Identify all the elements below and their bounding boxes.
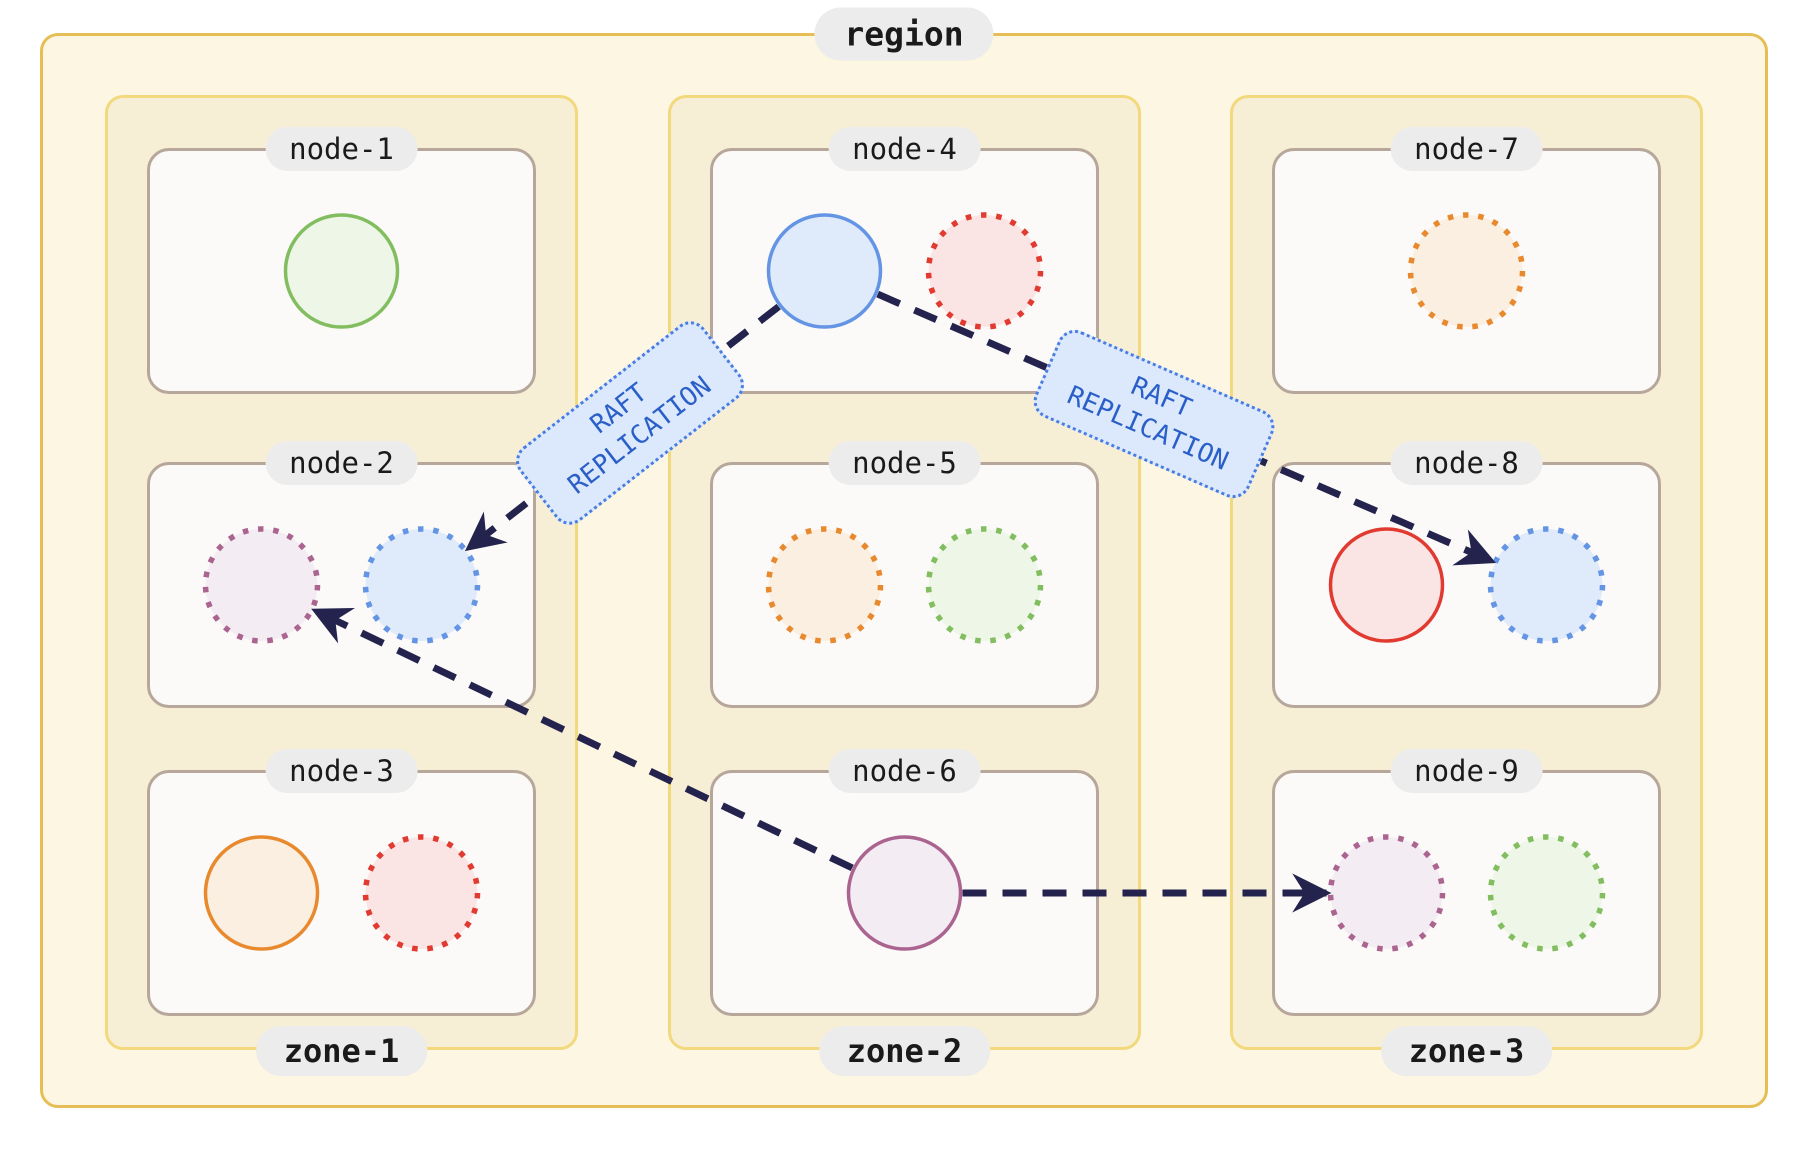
node-label: node-3 (265, 749, 418, 793)
node-box-node-5 (710, 462, 1099, 708)
node-box-node-2 (147, 462, 536, 708)
node-label: node-4 (828, 127, 981, 171)
zone-label: zone-3 (1380, 1026, 1553, 1076)
node-label: node-9 (1390, 749, 1543, 793)
node-box-node-6 (710, 770, 1099, 1016)
zone-label: zone-1 (255, 1026, 428, 1076)
node-label: node-6 (828, 749, 981, 793)
zone-label: zone-2 (818, 1026, 991, 1076)
node-label: node-5 (828, 441, 981, 485)
node-box-node-8 (1272, 462, 1661, 708)
node-label: node-7 (1390, 127, 1543, 171)
node-label: node-1 (265, 127, 418, 171)
node-label: node-2 (265, 441, 418, 485)
node-box-node-3 (147, 770, 536, 1016)
region-label: region (814, 7, 994, 61)
node-box-node-9 (1272, 770, 1661, 1016)
node-box-node-4 (710, 148, 1099, 394)
node-box-node-7 (1272, 148, 1661, 394)
node-label: node-8 (1390, 441, 1543, 485)
node-box-node-1 (147, 148, 536, 394)
